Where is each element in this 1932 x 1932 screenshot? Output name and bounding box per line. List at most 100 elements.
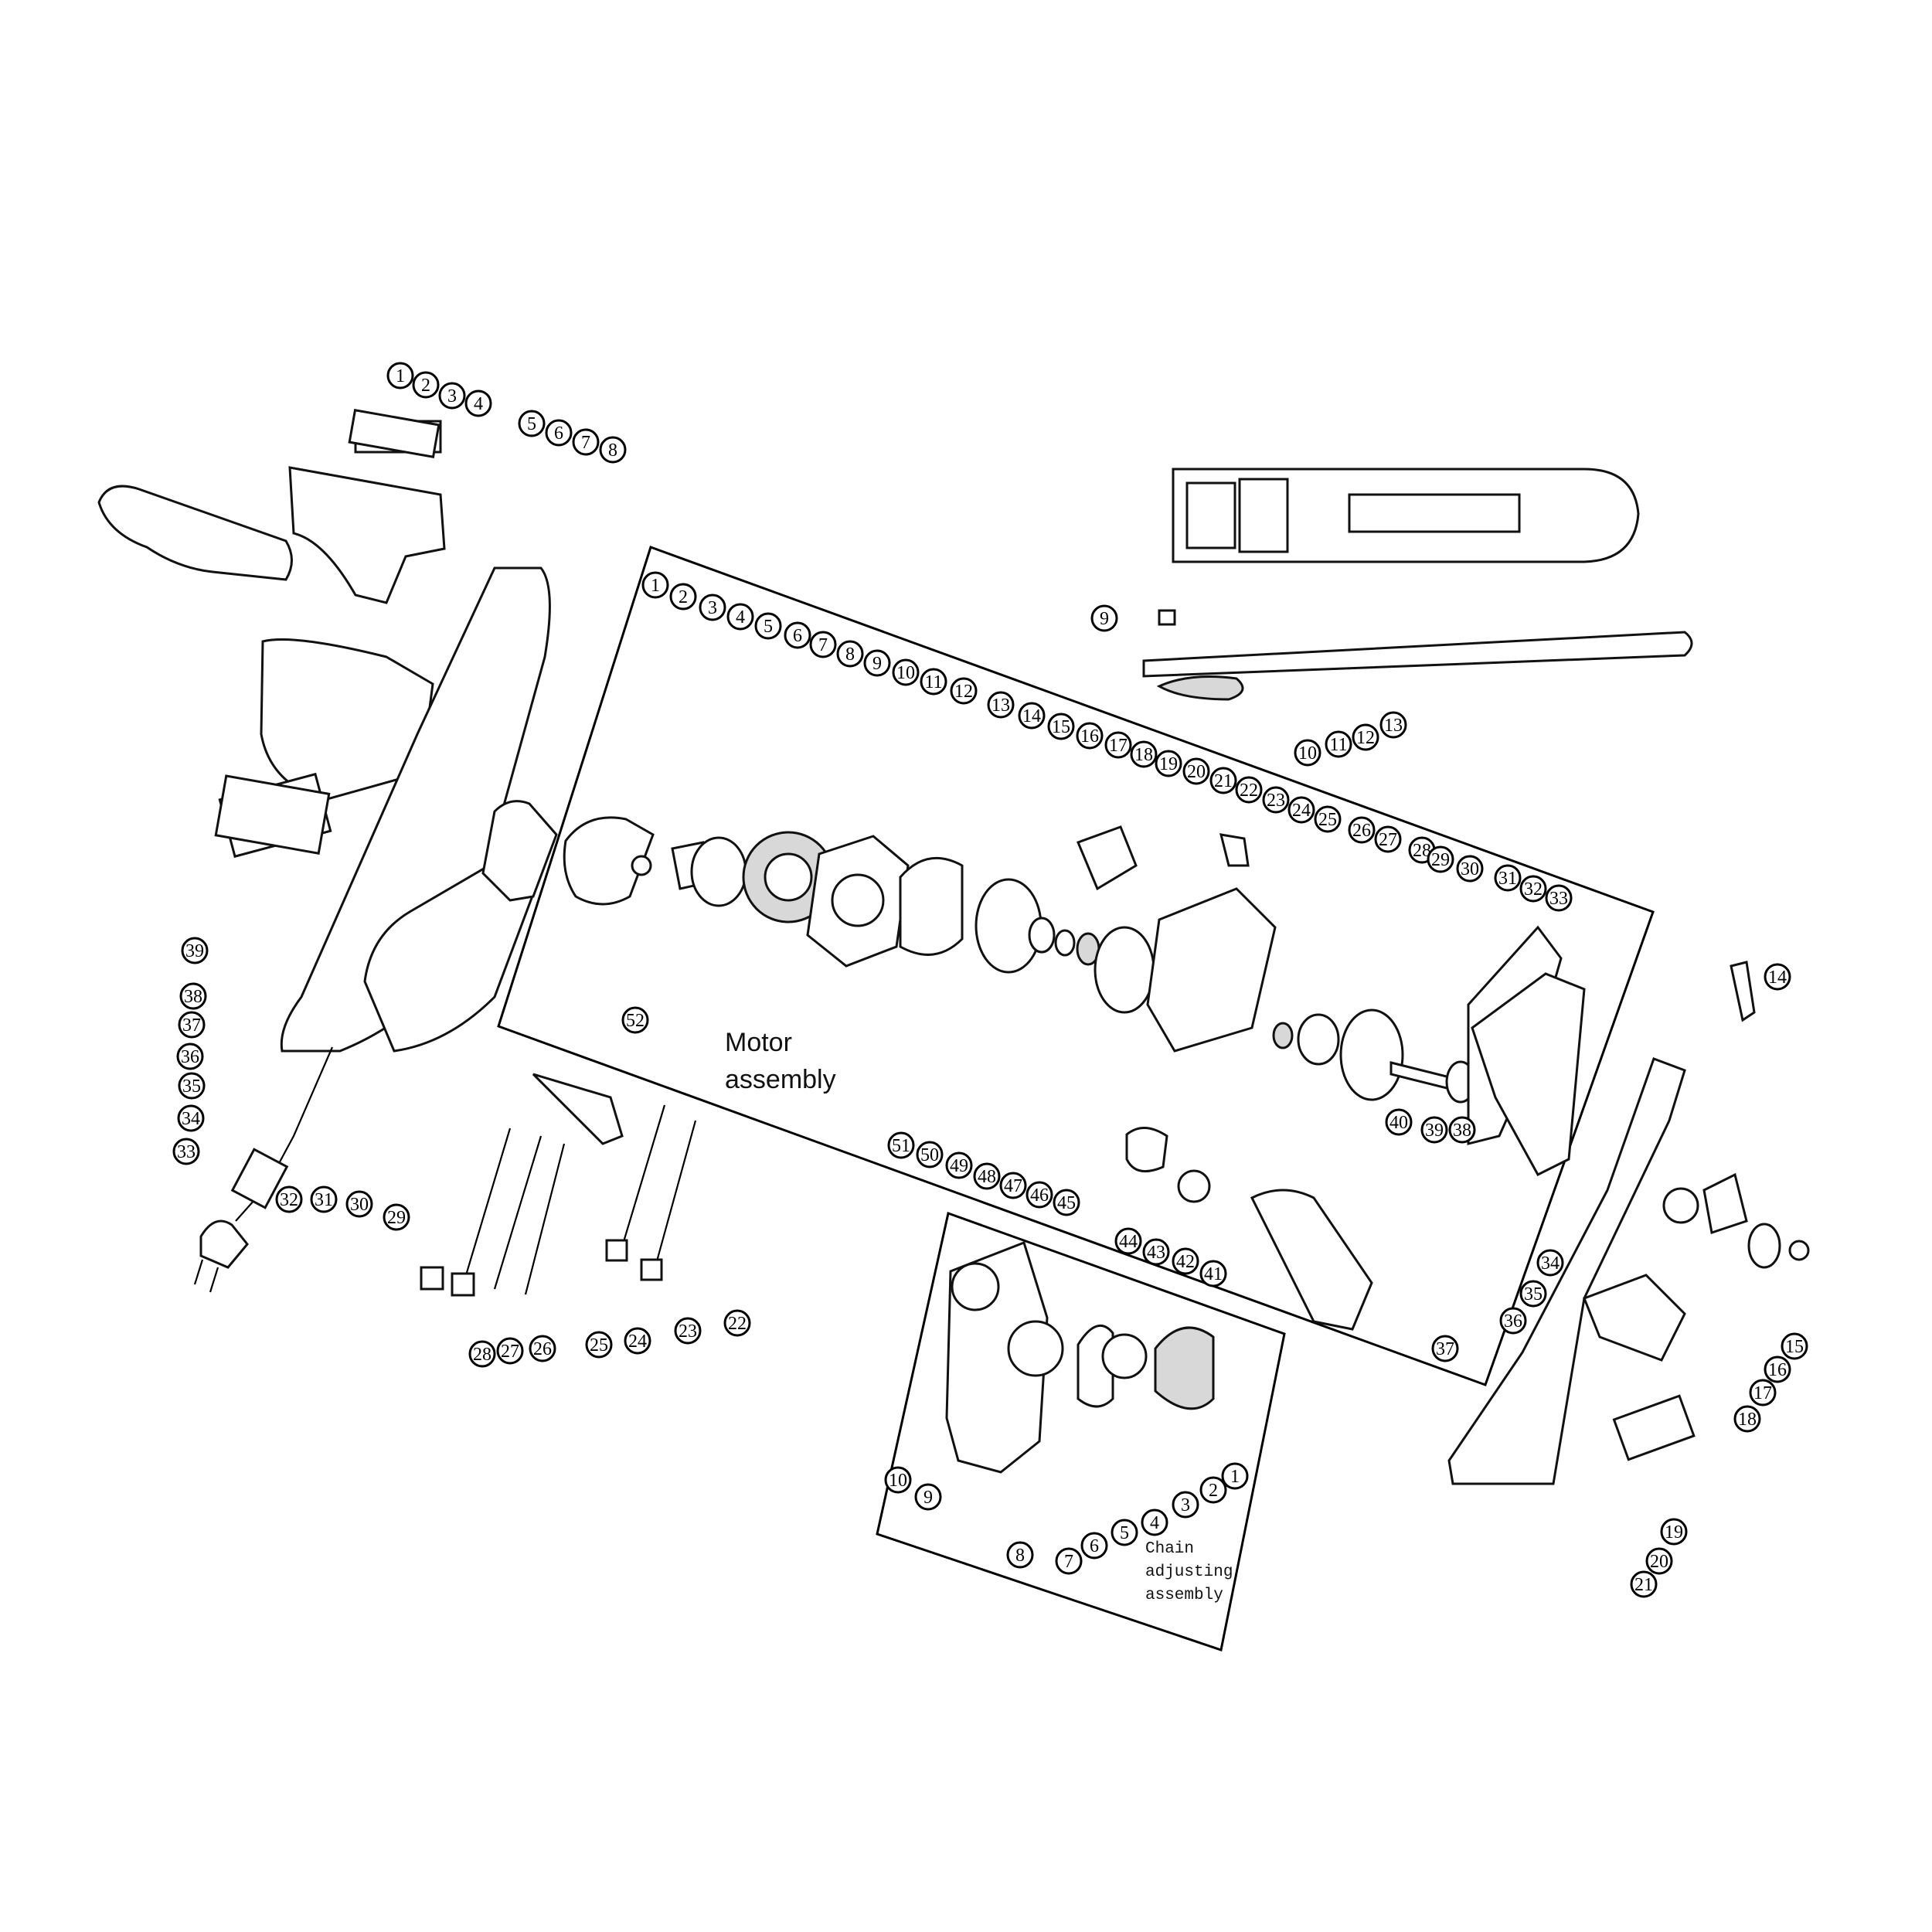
part-callout: 4 <box>726 603 754 631</box>
callout-number: 37 <box>1436 1339 1454 1359</box>
caption-line: assembly <box>725 1065 836 1094</box>
callout-number: 47 <box>1004 1176 1022 1196</box>
callout-number: 49 <box>950 1156 968 1176</box>
part-callout: 24 <box>624 1327 651 1355</box>
callout-number: 14 <box>1022 706 1041 726</box>
callout-number: 39 <box>1425 1121 1444 1141</box>
part-callout: 48 <box>973 1162 1001 1190</box>
callout-number: 7 <box>1064 1552 1073 1572</box>
part-callout: 18 <box>1130 740 1158 768</box>
callout-number: 27 <box>501 1342 519 1362</box>
part-callout: 7 <box>572 428 600 456</box>
callout-number: 10 <box>896 663 915 683</box>
part-callout: 38 <box>1448 1116 1476 1144</box>
part-callout: 52 <box>621 1006 649 1034</box>
part-callout: 1 <box>1221 1462 1249 1490</box>
part-callout: 41 <box>1199 1260 1227 1287</box>
part-callout: 11 <box>920 668 947 696</box>
part-callout: 43 <box>1142 1238 1170 1266</box>
callout-number: 37 <box>182 1015 201 1036</box>
part-callout: 5 <box>754 612 782 640</box>
callout-number: 9 <box>872 654 882 674</box>
part-callout: 19 <box>1155 750 1182 777</box>
part-callout: 29 <box>383 1203 410 1231</box>
part-callout: 19 <box>1660 1518 1688 1546</box>
callout-number: 26 <box>1352 821 1371 841</box>
part-callout: 6 <box>784 621 811 649</box>
callout-number: 19 <box>1159 754 1178 774</box>
part-callout: 35 <box>178 1072 206 1100</box>
part-callout: 27 <box>496 1337 524 1365</box>
callout-number: 5 <box>1120 1523 1129 1543</box>
part-callout: 3 <box>1172 1491 1199 1519</box>
part-callout: 1 <box>386 362 414 389</box>
part-callout: 31 <box>1494 864 1522 892</box>
callout-number: 32 <box>280 1190 298 1210</box>
callout-number: 19 <box>1665 1522 1683 1543</box>
part-callout: 9 <box>1090 604 1118 632</box>
part-callout: 11 <box>1325 730 1352 758</box>
callout-number: 5 <box>527 414 536 434</box>
part-callout: 36 <box>1499 1307 1527 1335</box>
callout-number: 8 <box>845 645 855 665</box>
motor-parts <box>563 816 1563 1331</box>
callout-number: 9 <box>1100 609 1109 629</box>
callout-number: 6 <box>793 626 802 646</box>
callout-number: 42 <box>1176 1252 1195 1272</box>
chain-adjusting-parts <box>945 1241 1215 1474</box>
callout-number: 10 <box>889 1471 907 1491</box>
power-cord <box>193 1046 334 1293</box>
callout-number: 26 <box>533 1339 552 1359</box>
callout-number: 35 <box>182 1077 201 1097</box>
part-callout: 12 <box>950 677 978 705</box>
part-callout: 40 <box>1385 1108 1413 1136</box>
callout-number: 45 <box>1057 1193 1076 1213</box>
part-callout: 44 <box>1114 1227 1142 1255</box>
callout-number: 33 <box>1549 889 1568 909</box>
part-callout: 3 <box>699 594 726 621</box>
part-callout: 21 <box>1209 767 1237 794</box>
caption-line: assembly <box>1145 1587 1223 1604</box>
callout-number: 6 <box>1090 1536 1099 1556</box>
callout-number: 38 <box>184 987 202 1007</box>
part-callout: 23 <box>1262 786 1290 814</box>
callout-number: 36 <box>1504 1311 1522 1332</box>
label-plate <box>214 774 331 855</box>
callout-number: 41 <box>1204 1264 1223 1284</box>
callout-number: 35 <box>1524 1284 1543 1304</box>
callout-number: 28 <box>473 1345 492 1365</box>
caption-line: Chain <box>1145 1540 1195 1558</box>
callout-number: 7 <box>581 433 590 453</box>
part-callout: 34 <box>177 1104 205 1132</box>
part-callout: 26 <box>1348 816 1376 844</box>
callout-number: 18 <box>1738 1410 1757 1430</box>
part-callout: 39 <box>181 937 209 964</box>
part-callout: 51 <box>887 1131 915 1159</box>
callout-number: 33 <box>177 1142 196 1162</box>
part-callout: 9 <box>863 649 891 677</box>
callout-number: 34 <box>1541 1253 1560 1274</box>
part-callout: 39 <box>1420 1116 1448 1144</box>
callout-number: 11 <box>924 672 942 692</box>
callout-number: 16 <box>1080 726 1099 747</box>
callout-number: 40 <box>1389 1113 1408 1133</box>
callout-number: 30 <box>1461 859 1479 879</box>
callout-number: 4 <box>736 607 745 628</box>
part-callout: 23 <box>674 1317 702 1345</box>
callout-number: 9 <box>923 1488 933 1508</box>
part-callout: 9 <box>914 1483 942 1511</box>
callout-number: 11 <box>1329 735 1347 755</box>
callout-number: 38 <box>1453 1121 1471 1141</box>
part-callout: 26 <box>529 1335 556 1362</box>
left-housing <box>97 420 558 1053</box>
callout-number: 21 <box>1214 771 1233 791</box>
callout-number: 18 <box>1134 745 1153 765</box>
callout-number: 20 <box>1650 1552 1668 1572</box>
carbon-brush-parts <box>420 1073 697 1297</box>
guide-bar-chain <box>1142 609 1693 701</box>
callout-number: 23 <box>1267 791 1285 811</box>
part-callout: 8 <box>836 640 864 668</box>
